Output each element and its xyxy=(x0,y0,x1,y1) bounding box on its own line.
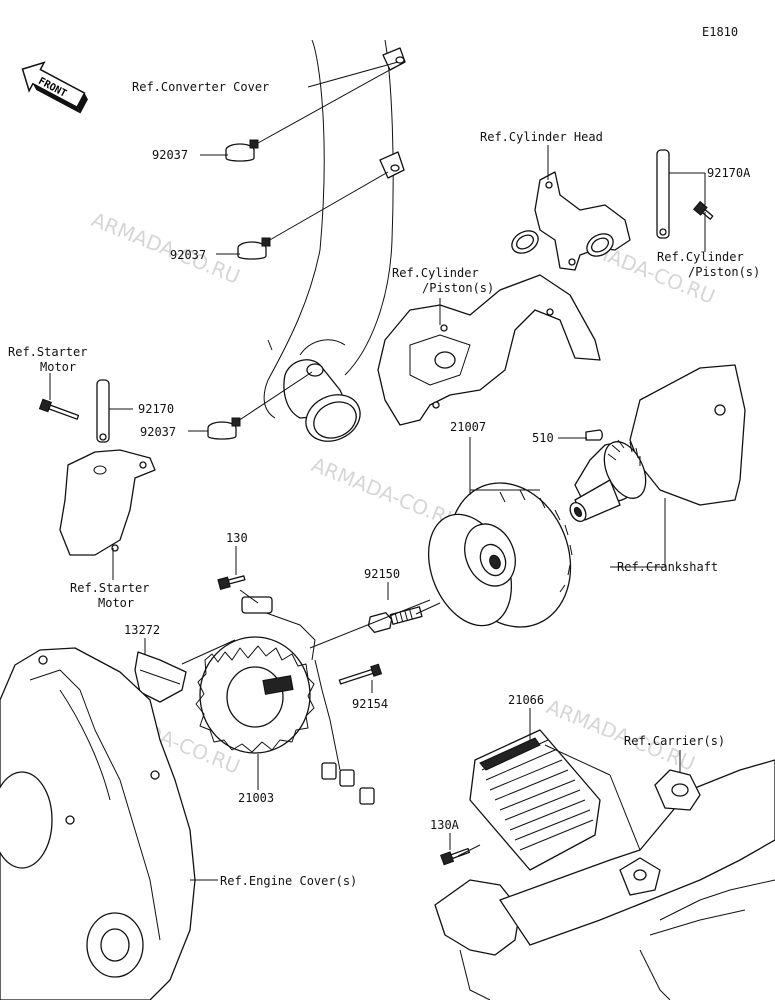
engine-cover-outline xyxy=(0,647,196,1000)
label-ref-engine-covers: Ref.Engine Cover(s) xyxy=(220,874,357,888)
label-piston: /Piston(s) xyxy=(422,281,494,295)
label-92037: 92037 xyxy=(152,148,188,162)
label-130a: 130A xyxy=(430,818,460,832)
label-motor: Motor xyxy=(98,596,134,610)
bolt-cylinder-piston xyxy=(693,200,714,220)
label-ref-cylinder: Ref.Cylinder xyxy=(657,250,744,264)
starter-motor-outline xyxy=(59,449,156,556)
hose-clamp-92037-b xyxy=(237,237,271,260)
label-92154: 92154 xyxy=(352,697,388,711)
hose-clamp-92037-c xyxy=(207,417,241,440)
label-510: 510 xyxy=(532,431,554,445)
label-ref-starter: Ref.Starter xyxy=(8,345,87,359)
stator-bolt-92154 xyxy=(338,663,383,685)
label-13272: 13272 xyxy=(124,623,160,637)
woodruff-key-510 xyxy=(585,429,603,441)
label-21066: 21066 xyxy=(508,693,544,707)
crankshaft-gear xyxy=(603,439,647,499)
label-ref-cylinder: Ref.Cylinder xyxy=(392,266,479,280)
carrier-outline xyxy=(434,759,775,1000)
crankshaft-outline xyxy=(569,364,746,522)
converter-cover-outline xyxy=(263,39,406,442)
cylinder-head-outline xyxy=(511,171,631,271)
lead-holder-13272 xyxy=(134,651,187,703)
bolt-130a xyxy=(440,847,471,866)
label-92150: 92150 xyxy=(364,567,400,581)
flywheel-21007 xyxy=(427,482,573,628)
bracket-92170a xyxy=(656,149,670,239)
labels: Ref.Converter Cover 92037 92037 92037 Re… xyxy=(8,80,760,888)
label-92170: 92170 xyxy=(138,402,174,416)
label-ref-converter-cover: Ref.Converter Cover xyxy=(132,80,269,94)
stator-21003 xyxy=(195,596,375,805)
watermark: ARMADA-CO.RU xyxy=(88,207,243,288)
label-ref-carriers: Ref.Carrier(s) xyxy=(624,734,725,748)
label-92037: 92037 xyxy=(140,425,176,439)
bolt-starter-motor xyxy=(38,398,80,420)
label-21007: 21007 xyxy=(450,420,486,434)
bracket-92170 xyxy=(96,379,110,443)
regulator-21066 xyxy=(469,729,601,871)
cylinder-piston-outline xyxy=(377,274,601,426)
front-arrow-icon: FRONT xyxy=(21,61,88,114)
label-ref-crankshaft: Ref.Crankshaft xyxy=(617,560,718,574)
leader-lines xyxy=(49,61,706,881)
hose-clamp-92037-a xyxy=(225,139,259,162)
label-ref-starter: Ref.Starter xyxy=(70,581,149,595)
label-motor: Motor xyxy=(40,360,76,374)
label-piston: /Piston(s) xyxy=(688,265,760,279)
label-ref-cylinder-head: Ref.Cylinder Head xyxy=(480,130,603,144)
label-92170a: 92170A xyxy=(707,166,751,180)
label-21003: 21003 xyxy=(238,791,274,805)
diagram-code: E1810 xyxy=(702,25,738,39)
label-130: 130 xyxy=(226,531,248,545)
label-92037: 92037 xyxy=(170,248,206,262)
bolt-130 xyxy=(217,575,246,590)
flywheel-bolt-92150 xyxy=(367,606,423,633)
